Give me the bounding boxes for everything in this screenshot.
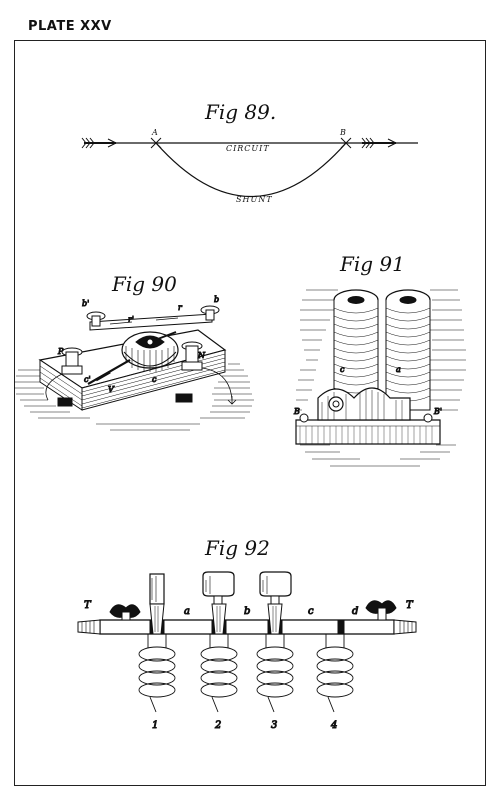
fig91-label-a: a: [396, 365, 401, 374]
fig91-label-c: c: [340, 365, 345, 374]
fig89-right-arrow: [361, 137, 397, 149]
fig89-shunt-arc: [155, 142, 347, 198]
plate-title: PLATE XXV: [28, 19, 112, 34]
fig89-title: Fig 89.: [205, 100, 277, 124]
fig89-drawing: A B CIRCUIT SHUNT: [81, 128, 418, 204]
fig90-label-p: P: [57, 347, 64, 356]
fig91-drawing: B B' a c: [293, 289, 466, 467]
fig92-coil-3: [256, 634, 294, 713]
fig92-drawing: T T a b c d 1 2 3 4: [77, 571, 417, 732]
fig89-label-b: B: [339, 128, 346, 137]
fig92-label-t-right: T: [406, 600, 414, 611]
fig92-plug-b: [202, 571, 235, 597]
fig89-label-circuit: CIRCUIT: [226, 144, 270, 153]
fig90-label-n: N: [197, 351, 206, 360]
fig92-title: Fig 92: [205, 536, 270, 560]
fig90-label-r-prime: r': [128, 315, 134, 324]
fig90-ground-hatching: [14, 363, 254, 431]
fig91-label-b: B: [293, 407, 300, 416]
fig92-label-4: 4: [330, 720, 337, 731]
fig90-label-v: V: [108, 385, 115, 394]
fig92-bus-bar: [99, 619, 395, 635]
fig90-drawing: b' b P r r' N c c' V: [14, 295, 254, 431]
fig92-label-t-left: T: [84, 600, 92, 611]
fig90-label-c: c: [152, 375, 157, 384]
fig90-crossbar: [89, 313, 213, 331]
fig92-coil-4: [316, 634, 354, 713]
fig92-label-a: a: [184, 606, 190, 617]
fig92-label-1: 1: [152, 720, 158, 731]
fig89-label-shunt: SHUNT: [236, 195, 273, 204]
fig92-label-c: c: [308, 606, 314, 617]
fig90-label-b-prime: b': [82, 299, 89, 308]
fig91-background-hatching: [296, 289, 466, 467]
fig91-label-b-prime: B': [433, 407, 442, 416]
fig92-coil-1: [138, 634, 176, 713]
fig89-label-a: A: [151, 128, 158, 137]
fig90-title: Fig 90: [112, 272, 177, 296]
fig92-label-b: b: [244, 606, 250, 617]
fig90-label-b: b: [214, 295, 219, 304]
fig92-label-d: d: [352, 606, 358, 617]
fig92-label-2: 2: [214, 720, 221, 731]
fig90-label-r: r: [178, 303, 183, 312]
fig89-left-arrow: [81, 137, 117, 149]
fig90-label-c-prime: c': [84, 375, 91, 384]
fig92-plug-c: [259, 571, 292, 597]
fig92-coil-2: [200, 634, 238, 713]
plate-frame: [14, 40, 486, 786]
fig92-label-3: 3: [271, 720, 277, 731]
fig91-title: Fig 91: [340, 252, 405, 276]
